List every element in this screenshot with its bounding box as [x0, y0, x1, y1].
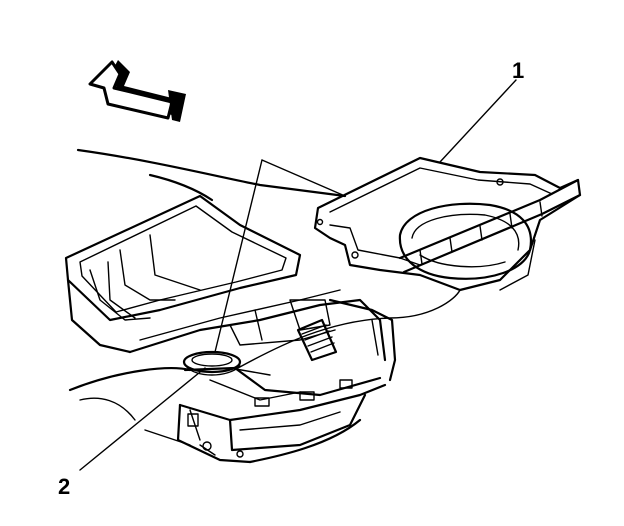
callout-label-1: 1	[512, 58, 525, 83]
vent-grille	[296, 318, 338, 362]
front-direction-arrow-icon	[88, 60, 186, 122]
callout-label-2: 2	[58, 474, 71, 499]
vehicle-body	[64, 148, 397, 464]
leader-lines	[79, 79, 517, 471]
spare-tire-well-opening	[182, 350, 242, 376]
projection-lines	[214, 159, 461, 369]
trunk-floor-panel	[313, 156, 582, 292]
